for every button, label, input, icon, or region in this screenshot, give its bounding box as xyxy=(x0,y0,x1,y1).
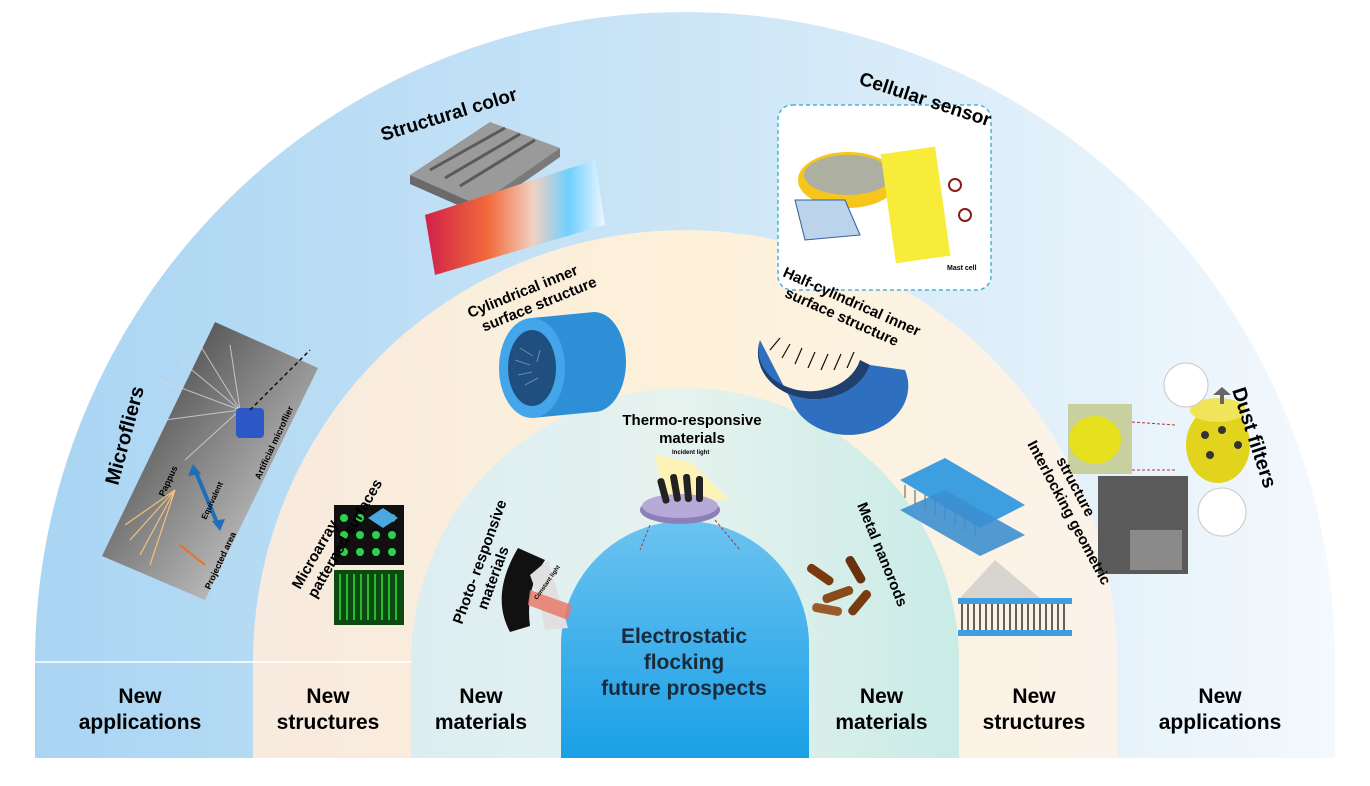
structural-color-figure xyxy=(410,122,605,275)
half-cylinder-figure xyxy=(757,337,909,435)
footer-label-line2: structures xyxy=(982,711,1086,734)
sensor-mast-cell-label: Mast cell xyxy=(947,265,977,272)
microarray-figure xyxy=(334,505,404,625)
footer-label-line1: New xyxy=(1198,685,1242,708)
cylindrical-tube-figure xyxy=(499,312,626,418)
dust-filters-figure xyxy=(1068,362,1250,574)
center-title-line1: Electrostatic xyxy=(620,625,748,648)
thermo-responsive-figure: Incident light xyxy=(639,450,741,551)
photo-responsive-figure: Constant light xyxy=(501,548,572,632)
footer-new-structures-right: New structures xyxy=(959,684,1109,736)
footer-new-structures-left: New structures xyxy=(253,684,403,736)
footer-new-applications-left: New applications xyxy=(55,684,225,736)
footer-label-line2: materials xyxy=(434,711,528,734)
footer-label-line1: New xyxy=(306,685,350,708)
footer-label-line2: structures xyxy=(276,711,380,734)
footer-label-line2: applications xyxy=(78,711,202,734)
thermo-incident-light-label: Incident light xyxy=(672,450,709,456)
center-title-line3: future prospects xyxy=(601,677,767,700)
center-title-line2: flocking xyxy=(643,651,725,674)
footer-label-line1: New xyxy=(459,685,503,708)
center-dome xyxy=(561,521,809,758)
metal-nanorods-figure xyxy=(806,555,872,616)
footer-label-line2: applications xyxy=(1158,711,1282,734)
footer-label-line1: New xyxy=(859,685,904,708)
footer-label-line1: New xyxy=(118,685,162,708)
footer-label-line1: New xyxy=(1012,685,1056,708)
footer-new-materials-left: New materials xyxy=(411,684,551,736)
center-title: Electrostatic flocking future prospects xyxy=(574,624,794,702)
interlocking-figure xyxy=(900,458,1072,636)
cellular-sensor-figure: Mast cell xyxy=(777,104,992,291)
footer-new-applications-right: New applications xyxy=(1135,684,1305,736)
footer-label-line2: materials xyxy=(835,711,928,734)
label-thermo-line1: Thermo-responsive xyxy=(622,412,761,429)
label-thermo-line2: materials xyxy=(659,430,725,447)
footer-new-materials-right: New materials xyxy=(809,684,954,736)
